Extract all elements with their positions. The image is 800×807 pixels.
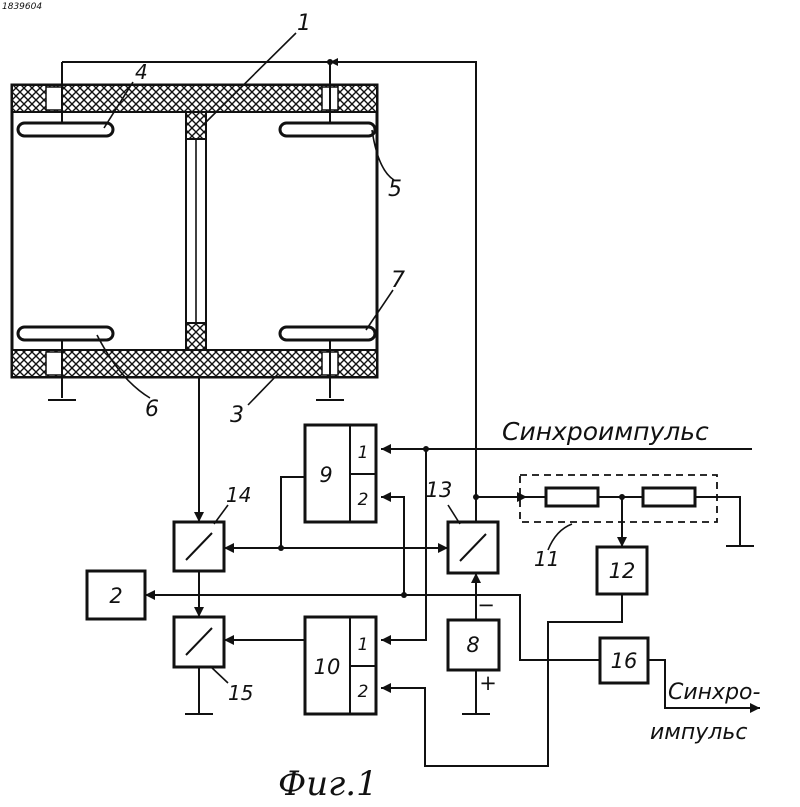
block-9-input-2-label: 2 [358, 490, 369, 510]
callout-1: 1 [297, 11, 311, 36]
block-10-input-2-label: 2 [358, 682, 369, 702]
plus-sign: + [479, 671, 497, 695]
switch-14 [174, 522, 224, 571]
block-8-label: 8 [466, 633, 479, 657]
sync-out-label-line2: импульс [650, 720, 747, 745]
block-2-label: 2 [109, 584, 122, 608]
block-13-label: 13 [426, 478, 453, 502]
block-9-input-1-label: 1 [358, 443, 369, 463]
block-12-label: 12 [609, 559, 636, 583]
block-16: 16 [600, 638, 648, 683]
block-10-label: 10 [314, 655, 341, 679]
sync-out-label-line1: Синхро- [668, 680, 760, 705]
block-12: 12 [597, 547, 647, 594]
block-8: 8 − + [448, 593, 499, 695]
callout-5: 5 [388, 177, 402, 202]
callout-7: 7 [391, 268, 405, 293]
block-16-label: 16 [611, 649, 638, 673]
partition-bottom-block [186, 323, 206, 350]
block-10: 10 1 2 [305, 617, 376, 714]
sync-in-label: Синхроимпульс [502, 417, 709, 446]
electrode-5 [280, 123, 375, 136]
electrode-4 [18, 123, 113, 136]
header-code: 1839604 [2, 2, 42, 12]
switch-15 [174, 617, 224, 667]
callout-4: 4 [135, 60, 148, 84]
block-9: 9 1 2 [305, 425, 376, 522]
block-2: 2 [87, 571, 145, 619]
electrode-7 [280, 327, 375, 340]
callout-14: 14 [226, 483, 251, 507]
switch-13 [448, 522, 498, 573]
callout-6: 6 [145, 397, 159, 422]
figure-caption: Фиг.1 [278, 764, 378, 804]
minus-sign: − [477, 593, 495, 617]
block-10-input-1-label: 1 [358, 635, 369, 655]
chamber [12, 62, 377, 398]
callout-15: 15 [228, 681, 253, 705]
callout-3: 3 [230, 403, 244, 428]
callout-11: 11 [534, 547, 559, 571]
block-9-label: 9 [319, 463, 332, 487]
